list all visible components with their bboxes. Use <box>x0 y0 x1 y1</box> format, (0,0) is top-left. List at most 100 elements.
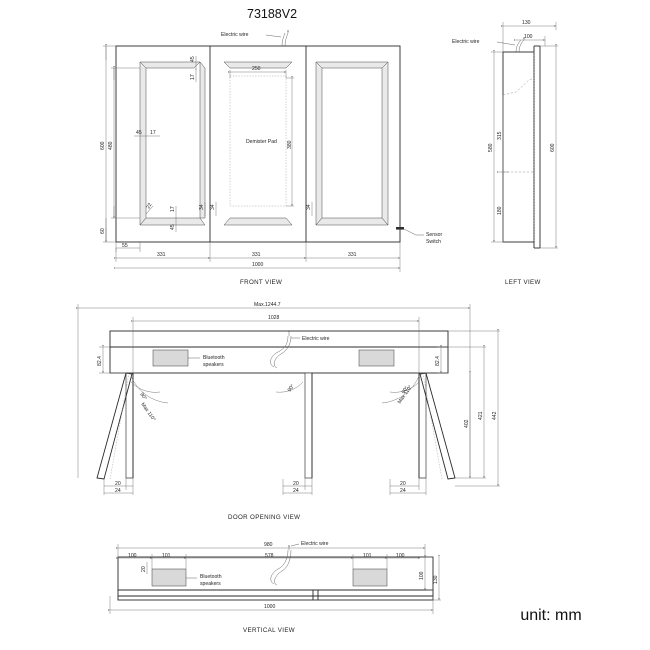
unit-note: unit: mm <box>520 607 581 624</box>
front-view-group: Demister Pad Electric wire Sensor Switch <box>100 30 442 286</box>
left-dim-shelf-height: 180 <box>497 206 503 215</box>
vertical-dim-speaker-offset: 20 <box>141 566 147 572</box>
left-dim-body-height: 580 <box>488 143 494 152</box>
front-horizontal-dims: 55 331 331 331 1000 <box>114 242 401 272</box>
front-dim-demister-height: 380 <box>287 140 293 149</box>
front-dim-gap-mid: 34 <box>210 204 216 210</box>
left-top-dims: 130 100 <box>501 20 557 52</box>
vertical-top-dims: 980 578 100 101 101 100 20 <box>116 542 426 574</box>
vertical-dim-left-101: 101 <box>162 553 171 559</box>
door-leaf-thickness-dims: 20 24 20 24 20 24 <box>103 478 427 495</box>
front-dim-gap-left: 34 <box>199 204 205 210</box>
left-dim-depth-inner: 100 <box>524 34 533 40</box>
left-right-dims: 600 <box>540 44 558 249</box>
page-title: 73188V2 <box>247 7 297 21</box>
front-dim-gap-right: 34 <box>306 204 312 210</box>
demister-pad-label: Demister Pad <box>246 139 277 145</box>
door-top-dims: Max.1244.7 1028 <box>76 302 471 478</box>
front-dim-inner-height: 480 <box>108 141 114 150</box>
front-dim-corner-22: 22 <box>146 202 154 210</box>
door-dim-24-mid: 24 <box>293 488 299 494</box>
door-electric-wire: Electric wire <box>270 330 330 369</box>
sensor-switch-marker <box>396 227 404 230</box>
vertical-bottom-dims: 1000 <box>108 596 434 614</box>
door-angle-90-a: 90° <box>138 392 147 402</box>
left-view-label: LEFT VIEW <box>505 279 541 286</box>
front-cabinet-body <box>115 45 401 243</box>
front-door-left-bevel <box>139 61 206 226</box>
door-dim-20-left: 20 <box>115 481 121 487</box>
door-bluetooth-label-2: speakers <box>203 362 224 368</box>
door-leaf-middle: 90° <box>275 372 313 479</box>
front-dim-left-offset: 55 <box>122 243 128 249</box>
left-view-group: Electric wire 130 100 600 580 315 <box>452 20 558 286</box>
door-depth-dims: 402 421 442 <box>448 329 500 487</box>
front-dim-bevel-top-inner: 17 <box>190 74 196 80</box>
left-cabinet-body <box>502 51 535 243</box>
front-door-middle-bevel: Demister Pad <box>223 61 293 226</box>
vertical-dim-overall-width: 1000 <box>264 604 275 610</box>
vertical-dim-left-100: 100 <box>128 553 137 559</box>
front-dim-demister-width: 250 <box>252 66 261 72</box>
left-electric-wire-label: Electric wire <box>452 39 480 45</box>
vertical-electric-wire-label: Electric wire <box>301 541 329 547</box>
left-left-dims: 580 315 180 <box>488 50 504 243</box>
door-dim-442: 442 <box>492 411 498 420</box>
sensor-switch-label-1: Sensor <box>426 232 442 238</box>
door-angle-90-b: 90° <box>287 383 296 393</box>
door-angle-90-c: 90° <box>401 385 410 395</box>
vertical-view-group: Bluetooth speakers Electric wire 980 578… <box>108 541 441 634</box>
vertical-electric-wire: Electric wire <box>270 541 329 586</box>
front-vertical-dims: 600 480 60 <box>100 44 140 243</box>
front-dim-bevel-side: 45 <box>136 130 142 136</box>
demister-pad-outline <box>229 75 287 207</box>
door-dim-20-right: 20 <box>400 481 406 487</box>
vertical-dim-inner-width: 980 <box>264 542 273 548</box>
door-thickness-dims: 82.4 82.4 <box>97 345 448 374</box>
left-dim-wire-height: 315 <box>497 131 503 140</box>
door-opening-view-group: Bluetooth speakers Electric wire 90° Max… <box>76 302 500 521</box>
vertical-dim-right-101: 101 <box>363 553 372 559</box>
door-dim-421: 421 <box>478 411 484 420</box>
door-cabinet-slab-top <box>109 330 449 348</box>
vertical-bluetooth-label-2: speakers <box>200 581 221 587</box>
front-electric-wire: Electric wire <box>221 30 289 47</box>
front-dim-bevel-bottom: 45 <box>170 224 176 230</box>
door-opening-view-label: DOOR OPENING VIEW <box>228 514 300 521</box>
bluetooth-speaker-left <box>152 349 189 367</box>
vertical-dim-center-width: 578 <box>265 553 274 559</box>
door-bluetooth-label-1: Bluetooth <box>203 355 225 361</box>
left-dim-depth-outer: 130 <box>522 20 531 26</box>
bluetooth-speaker-vertical-left <box>151 568 187 587</box>
door-dim-402: 402 <box>464 419 470 428</box>
door-dim-thickness-left: 82.4 <box>97 356 103 366</box>
front-dim-overall-height: 600 <box>100 141 106 150</box>
left-electric-wire: Electric wire <box>452 37 525 53</box>
front-dim-bevel-top: 45 <box>190 56 196 62</box>
door-dim-24-left: 24 <box>115 488 121 494</box>
vertical-cabinet-base <box>117 589 434 601</box>
front-electric-wire-label: Electric wire <box>221 32 249 38</box>
front-dim-overall-width: 1000 <box>252 262 263 268</box>
front-dim-panel-w-1: 331 <box>157 252 166 258</box>
vertical-dim-depth-100: 100 <box>419 571 425 580</box>
vertical-view-label: VERTICAL VIEW <box>243 627 295 634</box>
door-leaf-left: 90° Max 110° <box>96 372 169 480</box>
front-bevel-dims: 45 17 45 17 22 17 45 34 34 34 <box>134 56 313 232</box>
door-dim-24-right: 24 <box>400 488 406 494</box>
front-sensor-switch: Sensor Switch <box>396 227 442 245</box>
front-dim-bevel-bottom-inner: 17 <box>170 206 176 212</box>
bluetooth-speaker-vertical-right <box>352 568 388 587</box>
front-door-right-bevel <box>315 61 389 226</box>
door-dim-max-span: Max.1244.7 <box>254 302 281 308</box>
sensor-switch-label-2: Switch <box>426 239 441 245</box>
vertical-dim-depth-130: 130 <box>433 575 439 584</box>
front-dim-panel-w-2: 331 <box>252 252 261 258</box>
front-demister-dims: 250 380 <box>228 66 294 207</box>
front-dim-bevel-side-inner: 17 <box>150 130 156 136</box>
vertical-bluetooth-label-1: Bluetooth <box>200 574 222 580</box>
door-electric-wire-label: Electric wire <box>302 336 330 342</box>
door-dim-thickness-right: 82.4 <box>435 356 441 366</box>
